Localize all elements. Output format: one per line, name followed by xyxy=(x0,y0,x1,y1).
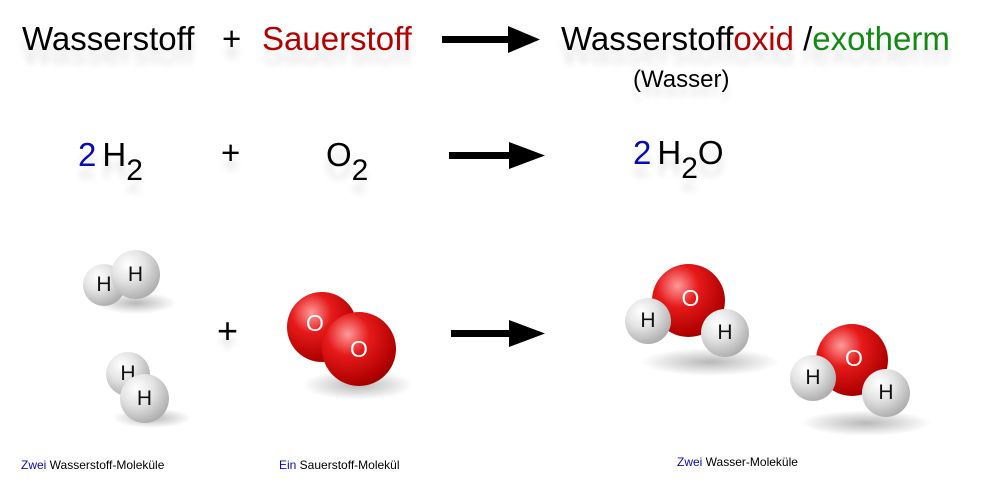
product-slash: / xyxy=(793,20,813,57)
caption-water-count: Zwei xyxy=(677,455,703,469)
symbol-h: H xyxy=(102,136,127,173)
hydrogen-atom: H xyxy=(120,374,169,423)
symbol-o: O xyxy=(326,136,352,173)
subscript-h-product: 2 xyxy=(681,152,698,185)
hydrogen-atom: H xyxy=(862,369,910,417)
hydrogen-atom: H xyxy=(701,309,749,357)
caption-water: Zwei Wasser-Moleküle xyxy=(677,454,798,470)
symbol-o-product: O xyxy=(697,134,724,171)
product-base-text: Wasserstoff xyxy=(561,20,734,57)
product-common-name: (Wasser) xyxy=(633,66,730,93)
coefficient-water: 2 xyxy=(633,134,652,171)
word-plus: + xyxy=(222,20,242,57)
formula-reactant-oxygen: O2 xyxy=(326,135,368,187)
symbol-h-product: H xyxy=(657,134,682,171)
reaction-type-text: exotherm xyxy=(812,20,950,57)
word-arrow-icon xyxy=(442,26,540,53)
subscript-h: 2 xyxy=(126,154,143,187)
product-suffix-text: oxid xyxy=(733,20,794,57)
oxygen-atom: O xyxy=(322,312,396,386)
coefficient-hydrogen: 2 xyxy=(78,136,97,173)
caption-oxygen-text: Sauerstoff-Molekül xyxy=(296,458,400,472)
word-reactant-hydrogen: Wasserstoff xyxy=(22,20,195,57)
hydrogen-atom: H xyxy=(625,298,671,344)
word-reactant-oxygen: Sauerstoff xyxy=(262,20,412,57)
caption-hydrogen-count: Zwei xyxy=(21,458,47,472)
caption-hydrogen-text: Wasserstoff-Moleküle xyxy=(46,458,165,472)
caption-oxygen: Ein Sauerstoff-Molekül xyxy=(279,457,400,473)
hydrogen-atom: H xyxy=(790,355,836,401)
word-product: Wasserstoffoxid /exotherm xyxy=(561,20,950,58)
caption-oxygen-count: Ein xyxy=(279,458,297,472)
caption-hydrogen: Zwei Wasserstoff-Moleküle xyxy=(21,457,164,473)
hydrogen-atom: H xyxy=(111,250,160,299)
formula-arrow-icon xyxy=(449,142,545,169)
subscript-o: 2 xyxy=(351,154,369,187)
formula-plus: + xyxy=(221,134,241,171)
molecule-plus: + xyxy=(217,310,239,351)
molecule-arrow-icon xyxy=(451,320,545,347)
caption-water-text: Wasser-Moleküle xyxy=(702,455,798,469)
